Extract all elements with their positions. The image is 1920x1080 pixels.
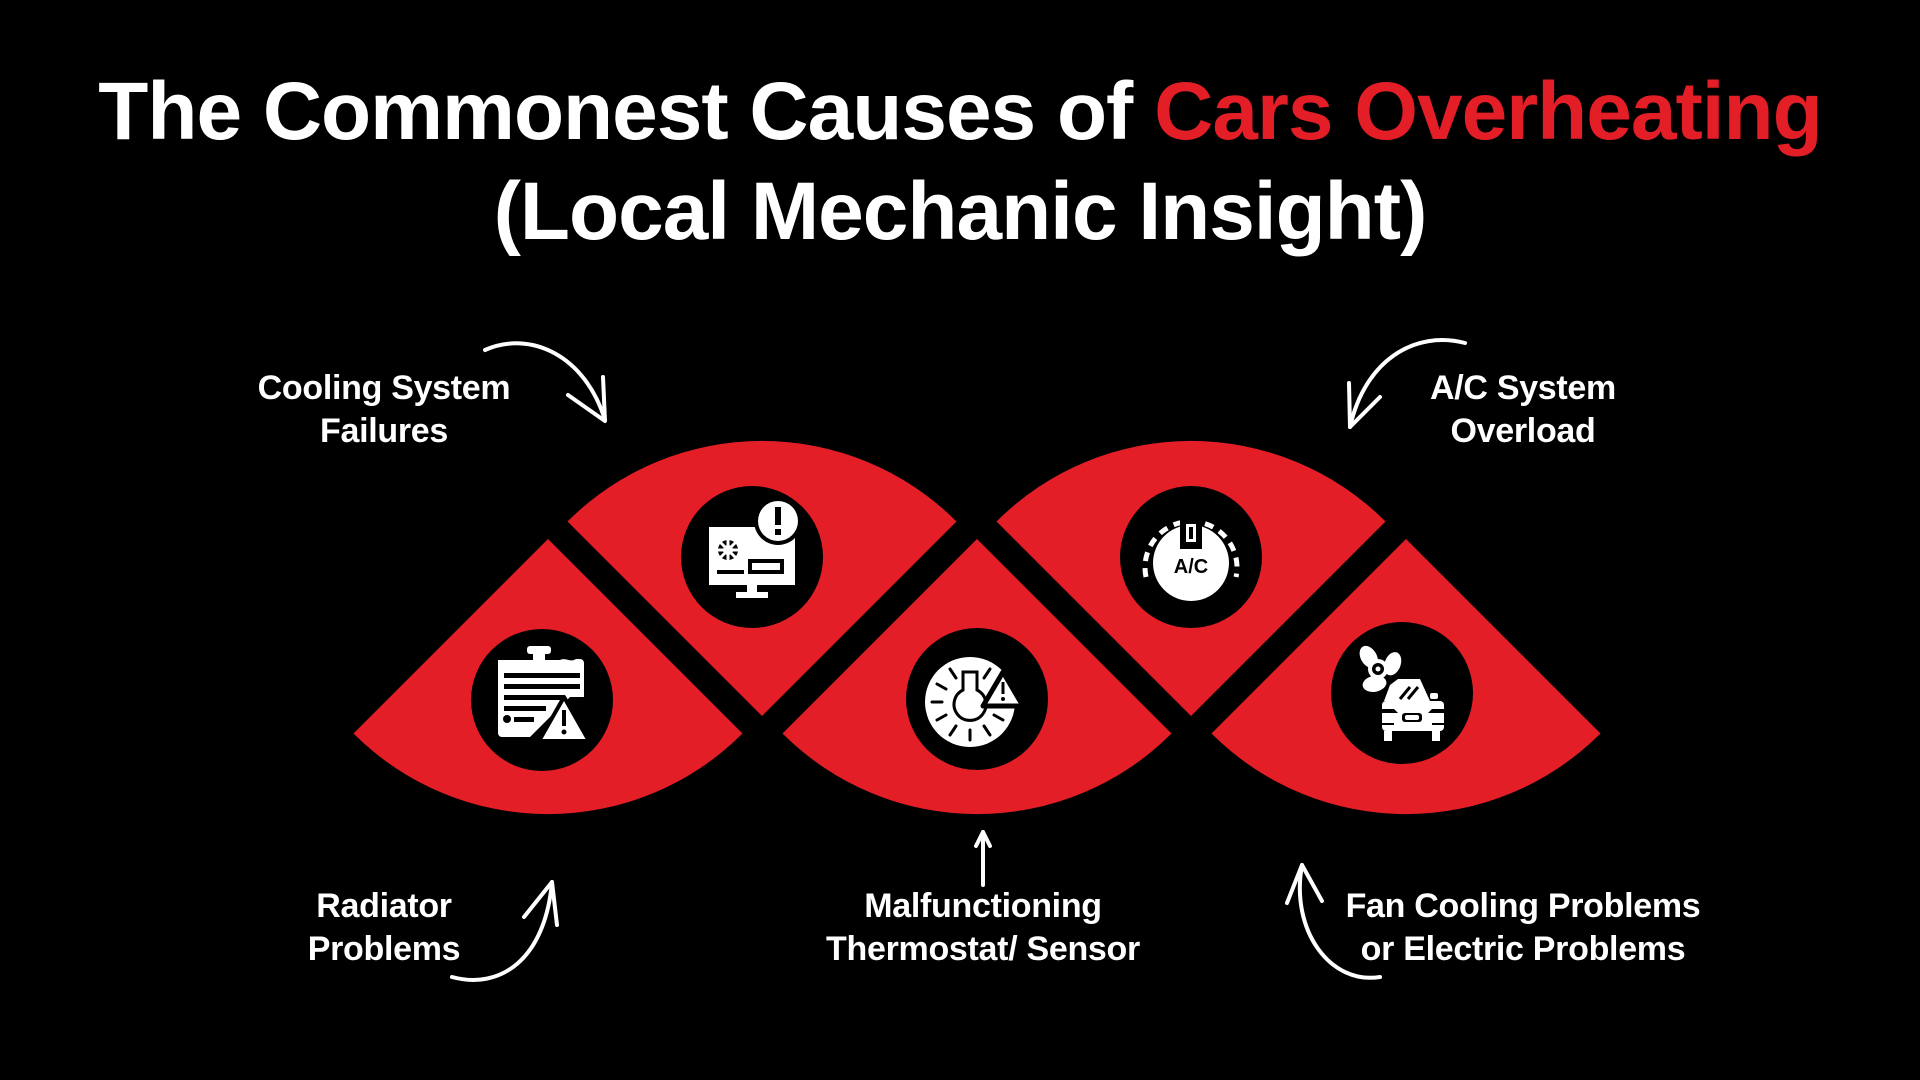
label-fan-line1: Fan Cooling Problems [1345,887,1701,925]
title-line-1: The Commonest Causes of Cars Overheating [0,62,1920,162]
arrow-fan [1285,863,1382,980]
thermostat-warning-icon [925,657,1026,747]
arrow-ac-system [1347,338,1467,429]
arrow-thermostat [974,830,992,887]
fan-car-icon [1359,645,1444,741]
arrow-radiator [450,880,559,982]
label-cooling-system-line2: Failures [320,412,448,450]
label-ac-system: A/C System Overload [1263,367,1783,453]
ac-gauge-icon: A/C [1142,519,1240,601]
label-thermostat-line2: Thermostat/ Sensor [826,930,1140,968]
label-ac-system-line1: A/C System [1430,369,1616,407]
label-radiator-line1: Radiator [316,887,452,925]
radiator-warning-icon [498,646,591,743]
computer-alert-icon [709,497,802,598]
arrows [450,338,1467,982]
arrow-cooling-system [483,341,607,423]
label-thermostat: Malfunctioning Thermostat/ Sensor [723,885,1243,971]
label-ac-system-line2: Overload [1450,412,1596,450]
label-fan-line2: or Electric Problems [1360,930,1686,968]
ac-icon-text: A/C [1174,556,1208,578]
label-fan: Fan Cooling Problems or Electric Problem… [1263,885,1783,971]
title-accent: Cars Overheating [1154,66,1823,157]
label-radiator: Radiator Problems [124,885,644,971]
label-cooling-system-line1: Cooling System [257,369,511,407]
title-prefix: The Commonest Causes of [98,66,1155,157]
label-cooling-system: Cooling System Failures [124,367,644,453]
title-line-2: (Local Mechanic Insight) [493,166,1428,257]
label-radiator-line2: Problems [307,930,461,968]
label-thermostat-line1: Malfunctioning [864,887,1102,925]
